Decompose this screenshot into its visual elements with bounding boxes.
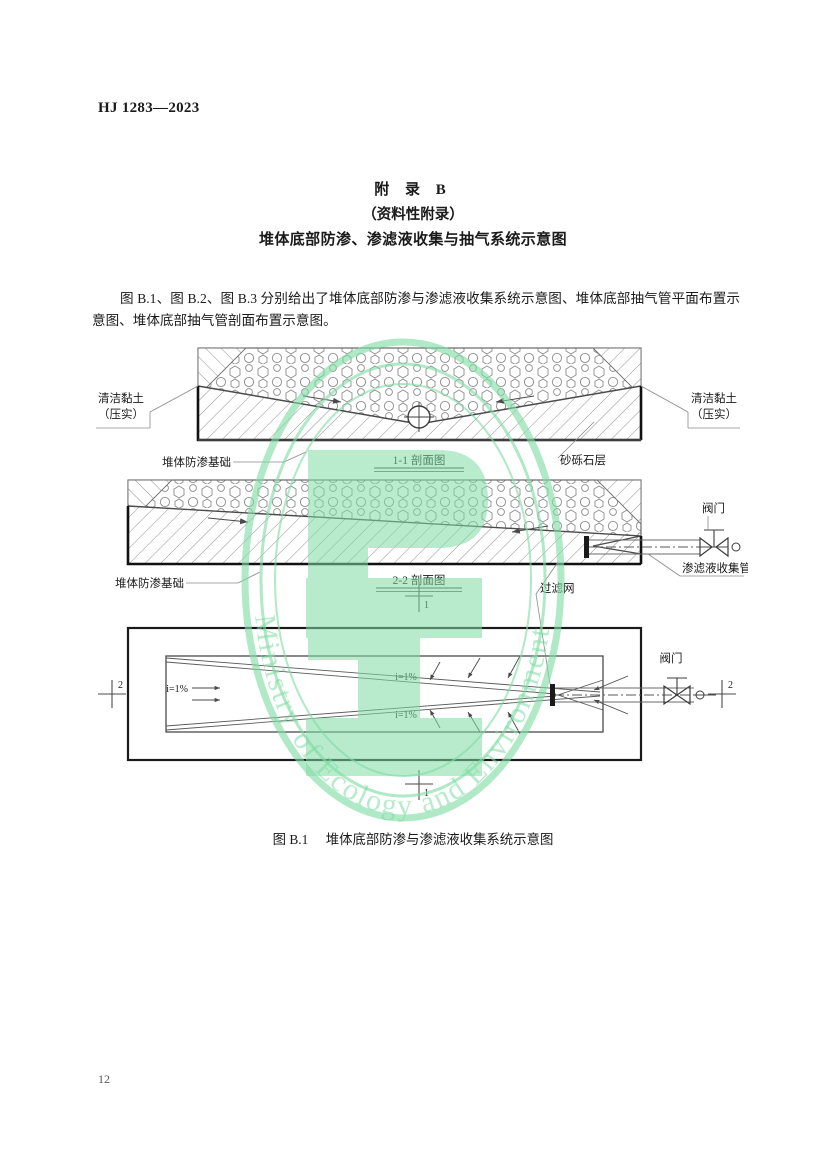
figure-b1-drawing: 清洁黏土 （压实） 清洁黏土 （压实） 堆体防渗基础 砂砾石层 1-1 剖面图: [88, 340, 748, 820]
valve-symbol-section: [699, 529, 741, 558]
plan-view-drawing: [126, 626, 716, 762]
label-marker-1-bottom: 1: [424, 788, 429, 799]
label-slope-upper: i=1%: [395, 672, 417, 683]
figure-caption-number: 图 B.1: [272, 832, 309, 847]
section-marker-2-right: 2: [708, 680, 736, 708]
valve-symbol-plan: [663, 677, 716, 706]
section-1-1-drawing: [196, 347, 643, 442]
page-number: 12: [98, 1072, 110, 1086]
running-header: HJ 1283—2023: [98, 100, 200, 117]
label-filter-screen: 过滤网: [540, 582, 575, 595]
label-marker-2-right: 2: [728, 680, 733, 691]
label-valve-plan: 阀门: [660, 651, 683, 665]
label-section-1-1: 1-1 剖面图: [393, 453, 446, 467]
label-slope-left: i=1%: [166, 684, 188, 695]
label-liner-base-top: 堆体防渗基础: [162, 455, 231, 469]
label-valve-section: 阀门: [702, 501, 725, 515]
label-clean-clay-right: 清洁黏土: [691, 391, 737, 405]
annex-title-block: 附 录 B （资料性附录） 堆体底部防渗、渗滤液收集与抽气系统示意图: [0, 178, 826, 253]
annex-heading: 堆体底部防渗、渗滤液收集与抽气系统示意图: [258, 232, 567, 248]
figure-caption-text: 堆体底部防渗与渗滤液收集系统示意图: [325, 832, 554, 847]
label-clean-clay-left: 清洁黏土: [98, 391, 144, 405]
label-marker-1-top: 1: [424, 600, 429, 611]
label-liner-base-mid: 堆体防渗基础: [115, 576, 184, 590]
section-2-2-drawing: [126, 479, 741, 566]
body-paragraph: 图 B.1、图 B.2、图 B.3 分别给出了堆体底部防渗与渗滤液收集系统示意图…: [92, 291, 740, 328]
standard-code: HJ 1283—2023: [98, 100, 200, 116]
label-gravel-layer: 砂砾石层: [560, 454, 606, 467]
section-marker-1-bottom: 1: [405, 770, 433, 800]
label-marker-2-left: 2: [118, 680, 123, 691]
figure-caption: 图 B.1 堆体底部防渗与渗滤液收集系统示意图: [0, 828, 826, 848]
label-leachate-pipe: 渗滤液收集管: [682, 561, 748, 575]
label-clean-clay-left-note: （压实）: [98, 407, 144, 421]
label-slope-lower: i=1%: [395, 710, 417, 721]
annex-type: （资料性附录）: [362, 207, 464, 223]
section-marker-2-left: 2: [98, 680, 126, 708]
annex-label: 附 录 B: [374, 182, 452, 198]
label-clean-clay-right-note: （压实）: [691, 407, 737, 421]
